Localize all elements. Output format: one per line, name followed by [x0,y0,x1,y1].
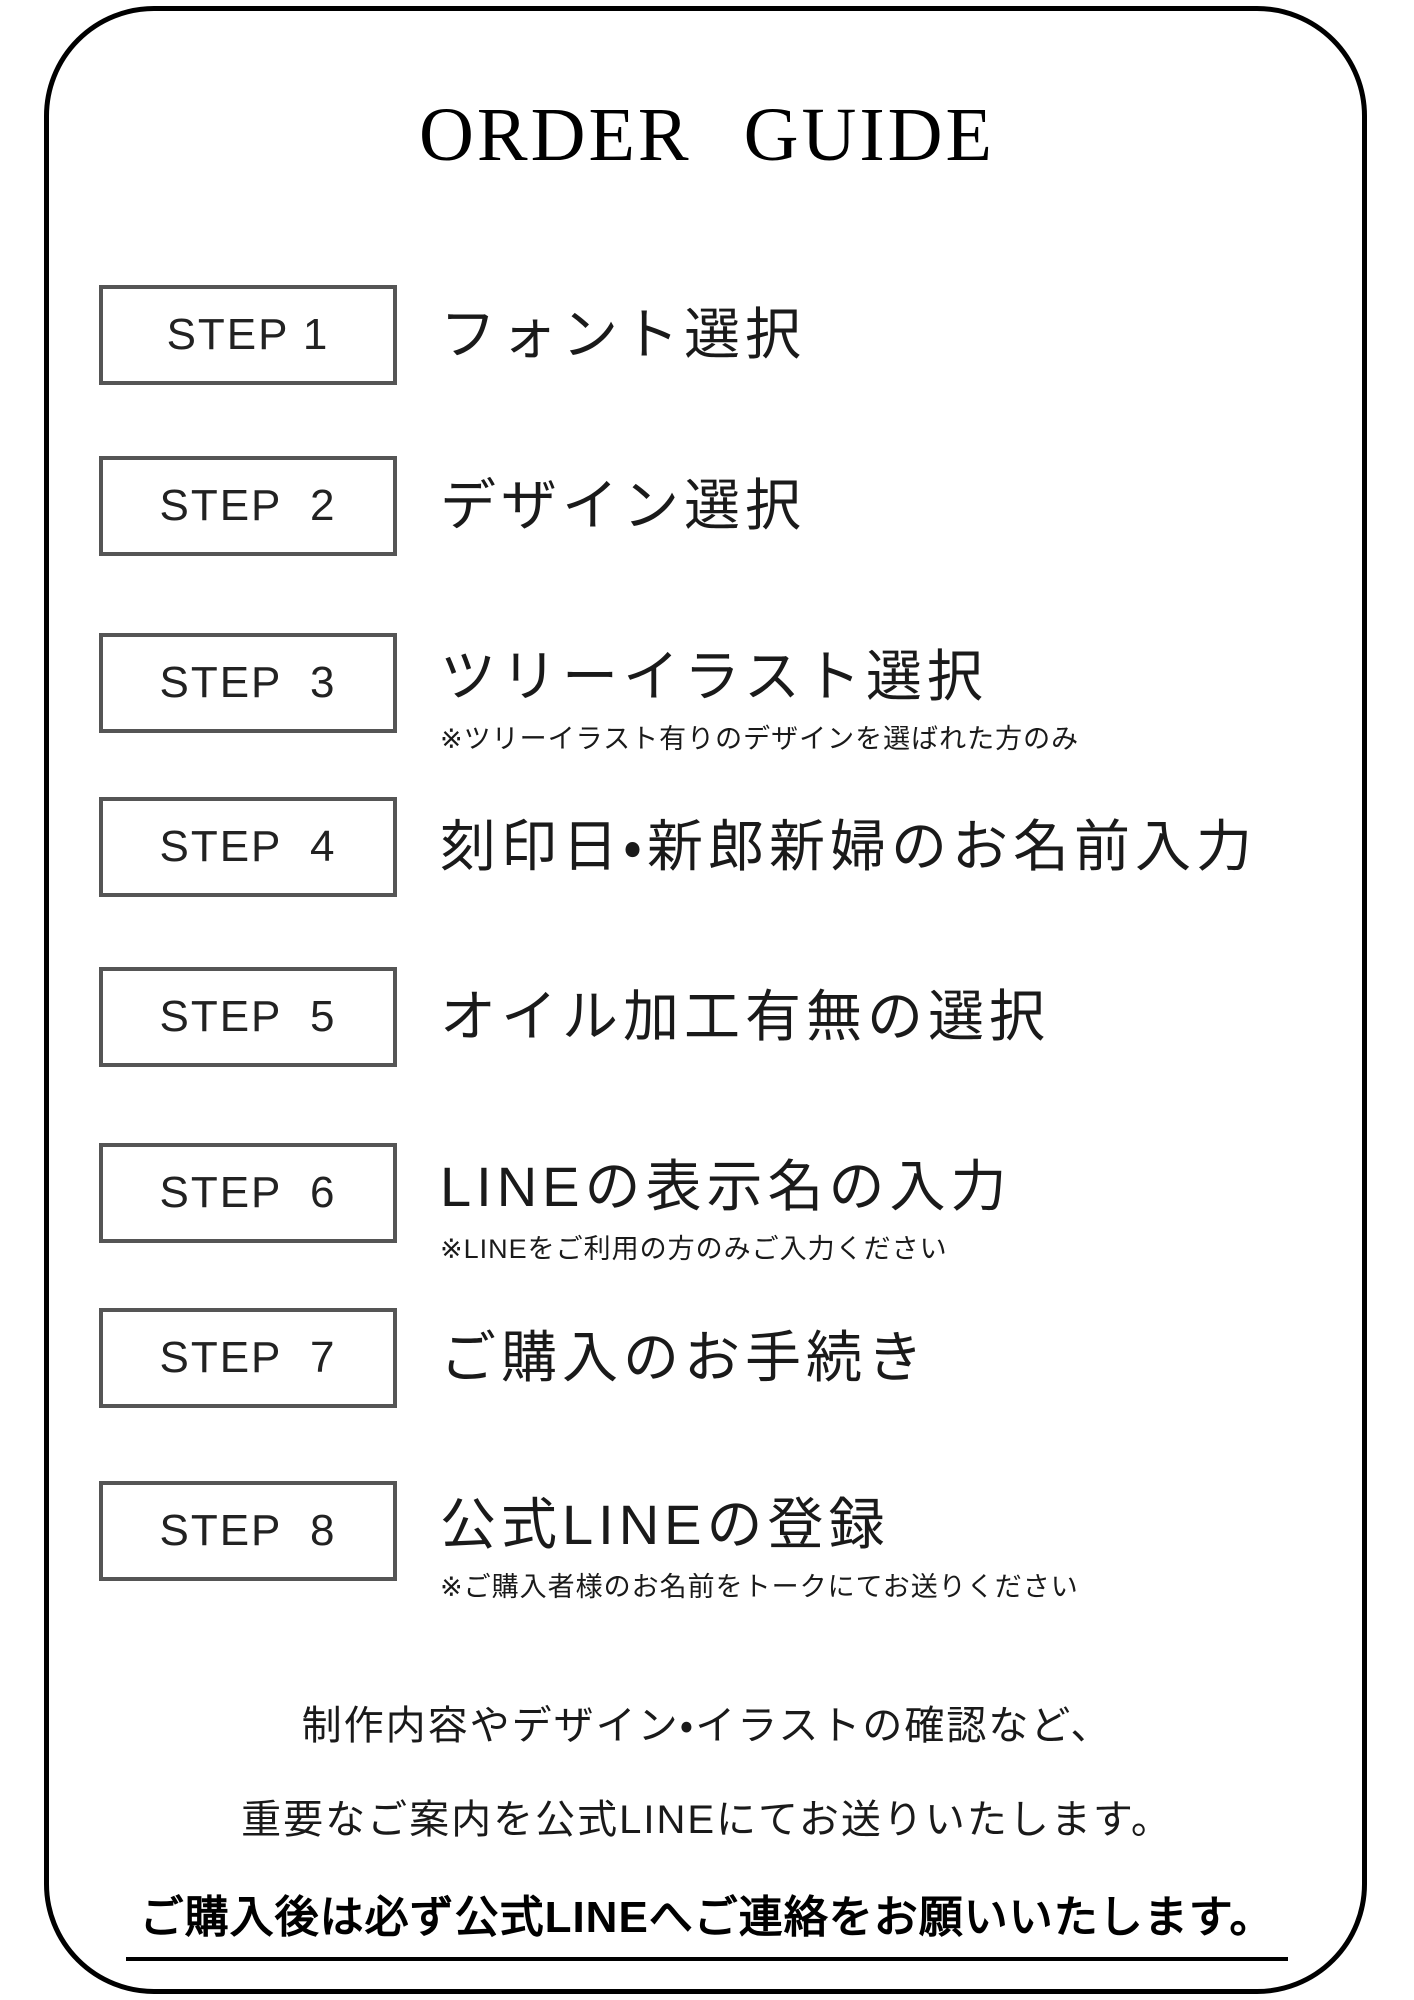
step-5-box: STEP 5 [99,967,397,1067]
step-3-note: ※ツリーイラスト有りのデザインを選ばれた方のみ [440,724,1080,755]
step-row-8: STEP 8 公式LINEの登録 ※ご購入者様のお名前をトークにてお送りください [99,1475,1079,1602]
page-title: ORDER GUIDE [419,93,995,177]
step-5-number: STEP 5 [159,992,337,1041]
step-row-3: STEP 3 ツリーイラスト選択 ※ツリーイラスト有りのデザインを選ばれた方のみ [99,627,1079,754]
step-5-text: オイル加工有無の選択 [440,985,1050,1049]
step-6-box: STEP 6 [99,1142,397,1243]
footer: 制作内容やデザイン・イラストの確認など、 重要なご案内を公式LINEにてお送りい… [0,1693,1414,1997]
step-7-label: ご購入のお手続き [440,1325,928,1389]
step-3-text: ツリーイラスト選択 ※ツリーイラスト有りのデザインを選ばれた方のみ [440,645,1079,756]
step-8-note: ※ご購入者様のお名前をトークにてお送りください [440,1572,1079,1603]
step-1-number: STEP 1 [166,310,330,359]
step-5-label: オイル加工有無の選択 [440,984,1050,1048]
step-row-4: STEP 4 刻印日・新郎新婦のお名前入力 [99,797,1257,897]
step-4-label: 刻印日・新郎新婦のお名前入力 [440,814,1258,878]
step-7-number: STEP 7 [159,1333,337,1382]
step-4-number: STEP 4 [159,822,337,871]
step-row-7: STEP 7 ご購入のお手続き [99,1308,928,1408]
step-6-note: ※LINEをご利用の方のみご入力ください [440,1234,948,1265]
step-3-box: STEP 3 [99,632,397,733]
step-row-1: STEP 1 フォント選択 [99,285,806,385]
step-7-text: ご購入のお手続き [440,1326,928,1390]
step-7-box: STEP 7 [99,1308,397,1408]
step-3-label: ツリーイラスト選択 [440,645,988,708]
step-6-text: LINEの表示名の入力 ※LINEをご利用の方のみご入力ください [440,1155,1012,1266]
step-row-5: STEP 5 オイル加工有無の選択 [99,967,1050,1067]
step-1-label: フォント選択 [440,302,806,366]
step-2-box: STEP 2 [99,456,397,556]
step-4-text: 刻印日・新郎新婦のお名前入力 [440,815,1257,879]
step-8-label: 公式LINEの登録 [440,1493,890,1556]
step-2-label: デザイン選択 [440,473,806,537]
footer-line-3-underline: ご購入後は必ず公式LINEへご連絡をお願いいたします。 [125,1881,1289,1961]
step-6-number: STEP 6 [159,1167,337,1217]
step-8-text: 公式LINEの登録 ※ご購入者様のお名前をトークにてお送りください [440,1493,1079,1604]
step-6-label: LINEの表示名の入力 [440,1155,1012,1218]
step-1-text: フォント選択 [440,303,806,367]
footer-line-3: ご購入後は必ず公式LINEへご連絡をお願いいたします。 [0,1881,1414,1961]
step-8-number: STEP 8 [159,1505,337,1555]
step-8-box: STEP 8 [99,1480,397,1581]
footer-line-1: 制作内容やデザイン・イラストの確認など、 [301,1704,1113,1748]
step-4-box: STEP 4 [99,797,397,897]
step-2-number: STEP 2 [159,481,337,530]
footer-line-2: 重要なご案内を公式LINEにてお送りいたします。 [241,1798,1173,1842]
step-3-number: STEP 3 [159,657,337,707]
step-row-6: STEP 6 LINEの表示名の入力 ※LINEをご利用の方のみご入力ください [99,1137,1012,1264]
step-row-2: STEP 2 デザイン選択 [99,456,806,556]
step-1-box: STEP 1 [99,285,397,385]
step-2-text: デザイン選択 [440,474,806,538]
